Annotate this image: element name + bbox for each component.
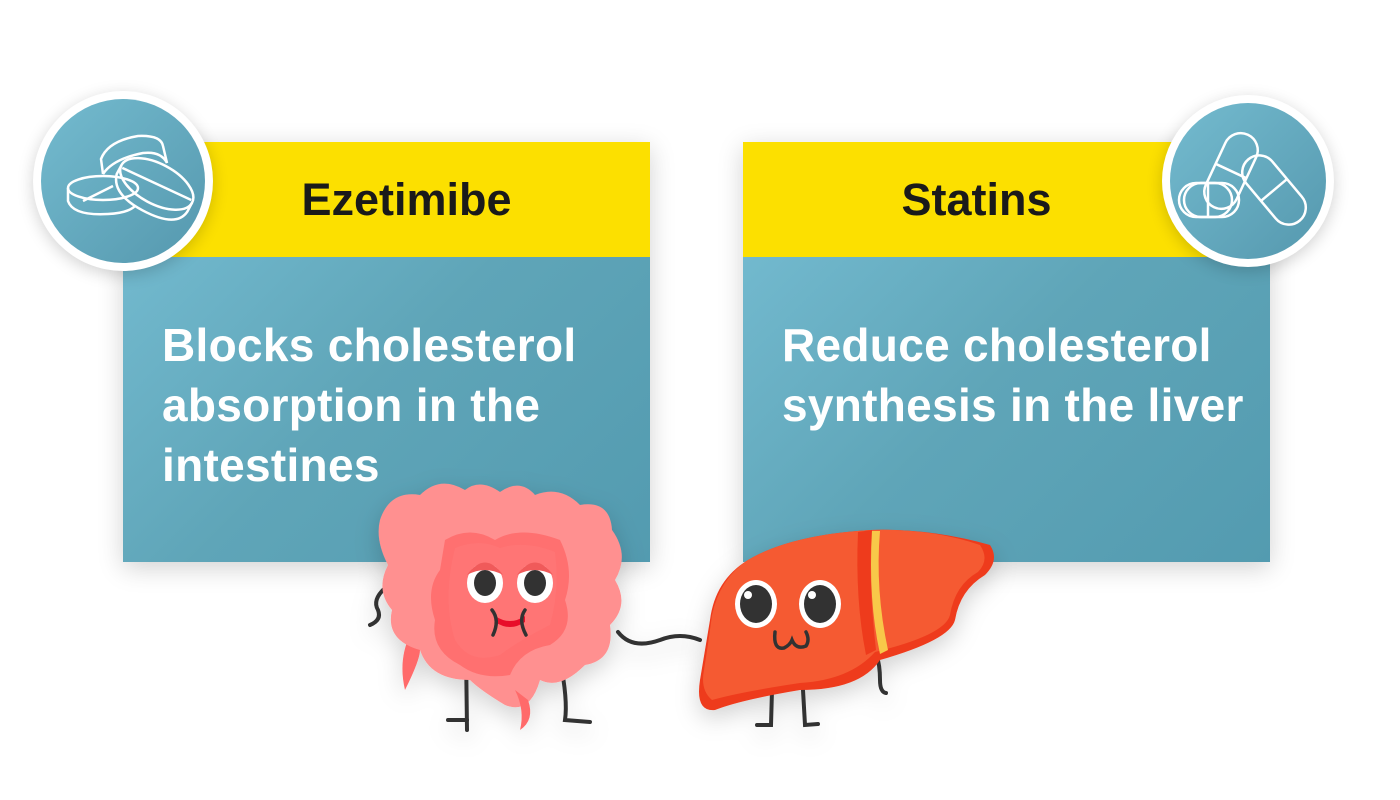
card-description: Reduce cholesterol synthesis in the live… xyxy=(782,319,1244,431)
intestine-mascot xyxy=(368,483,702,732)
statins-card: Statins Reduce cholesterol synthesis in … xyxy=(743,142,1270,562)
capsules-icon xyxy=(1177,131,1308,226)
capsules-badge xyxy=(1162,95,1334,267)
card-body: Reduce cholesterol synthesis in the live… xyxy=(743,257,1270,562)
card-title: Ezetimibe xyxy=(301,173,512,225)
tablets-icon xyxy=(66,134,195,221)
card-title: Statins xyxy=(901,173,1052,225)
tablets-badge xyxy=(33,91,213,271)
card-description: Blocks cholesterol absorption in the int… xyxy=(162,319,577,491)
liver-mascot xyxy=(699,529,994,728)
